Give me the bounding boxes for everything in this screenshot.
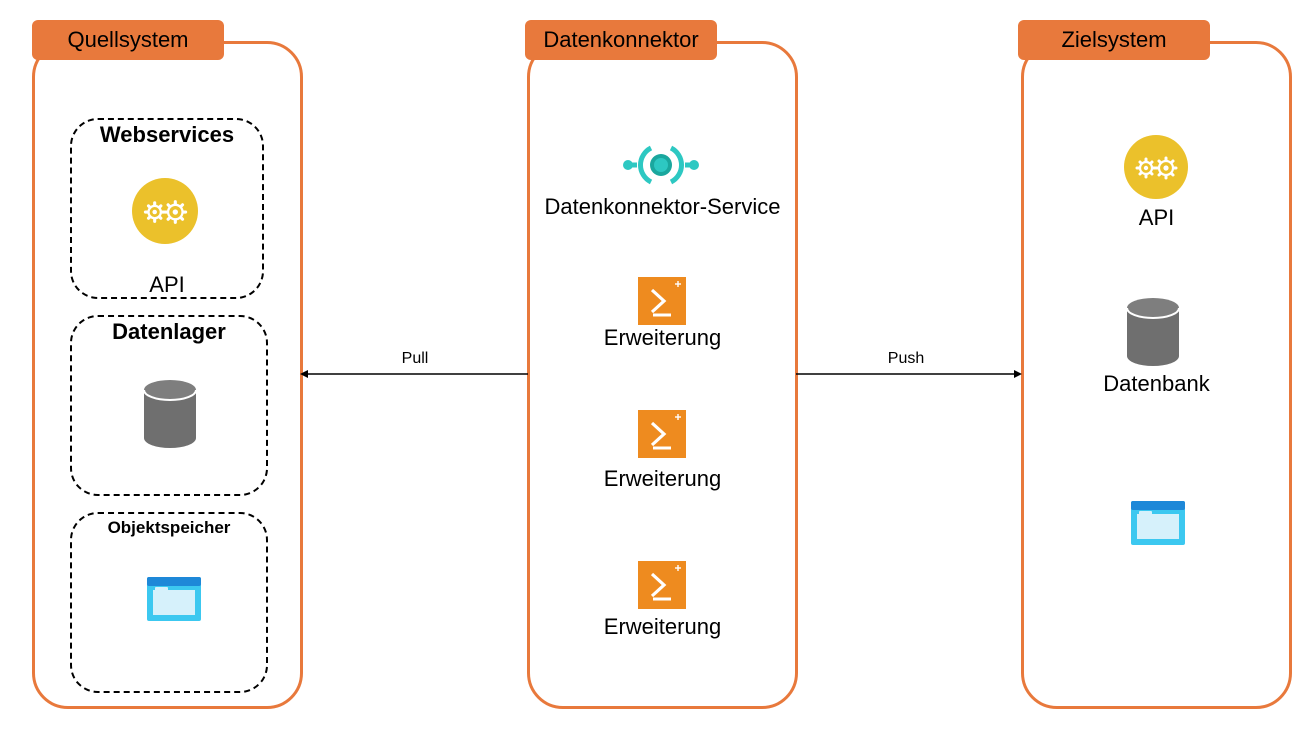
webservices-group: Webservices API xyxy=(70,118,264,299)
extension-icon xyxy=(638,410,686,458)
objectstore-group: Objektspeicher xyxy=(70,512,268,693)
webservices-api-label: API xyxy=(149,272,185,297)
pull-arrow xyxy=(300,370,528,378)
push-arrow xyxy=(796,370,1022,378)
extension-icon xyxy=(638,277,686,325)
api-gear-icon xyxy=(1124,135,1188,199)
webservices-group-title: Webservices xyxy=(99,122,235,147)
datastore-group-title: Datenlager xyxy=(112,319,226,344)
connector-service-label: Datenkonnektor-Service xyxy=(544,194,781,219)
storage-container-icon xyxy=(146,576,202,622)
objectstore-group-title: Objektspeicher xyxy=(107,518,231,537)
source-system-title: Quellsystem xyxy=(32,20,224,60)
target-api-label: API xyxy=(1138,205,1175,230)
extension-label: Erweiterung xyxy=(603,466,722,491)
datastore-group: Datenlager xyxy=(70,315,268,496)
extension-label: Erweiterung xyxy=(603,614,722,639)
storage-container-icon xyxy=(1130,500,1186,546)
target-system-title: Zielsystem xyxy=(1018,20,1210,60)
extension-label: Erweiterung xyxy=(603,325,722,350)
pull-label: Pull xyxy=(401,350,429,367)
extension-icon xyxy=(638,561,686,609)
database-icon xyxy=(1125,295,1181,369)
push-label: Push xyxy=(887,350,925,367)
database-icon xyxy=(142,377,198,451)
target-database-label: Datenbank xyxy=(1103,371,1210,396)
api-gear-icon xyxy=(132,178,198,244)
connector-title: Datenkonnektor xyxy=(525,20,717,60)
connector-service-icon xyxy=(623,143,699,187)
